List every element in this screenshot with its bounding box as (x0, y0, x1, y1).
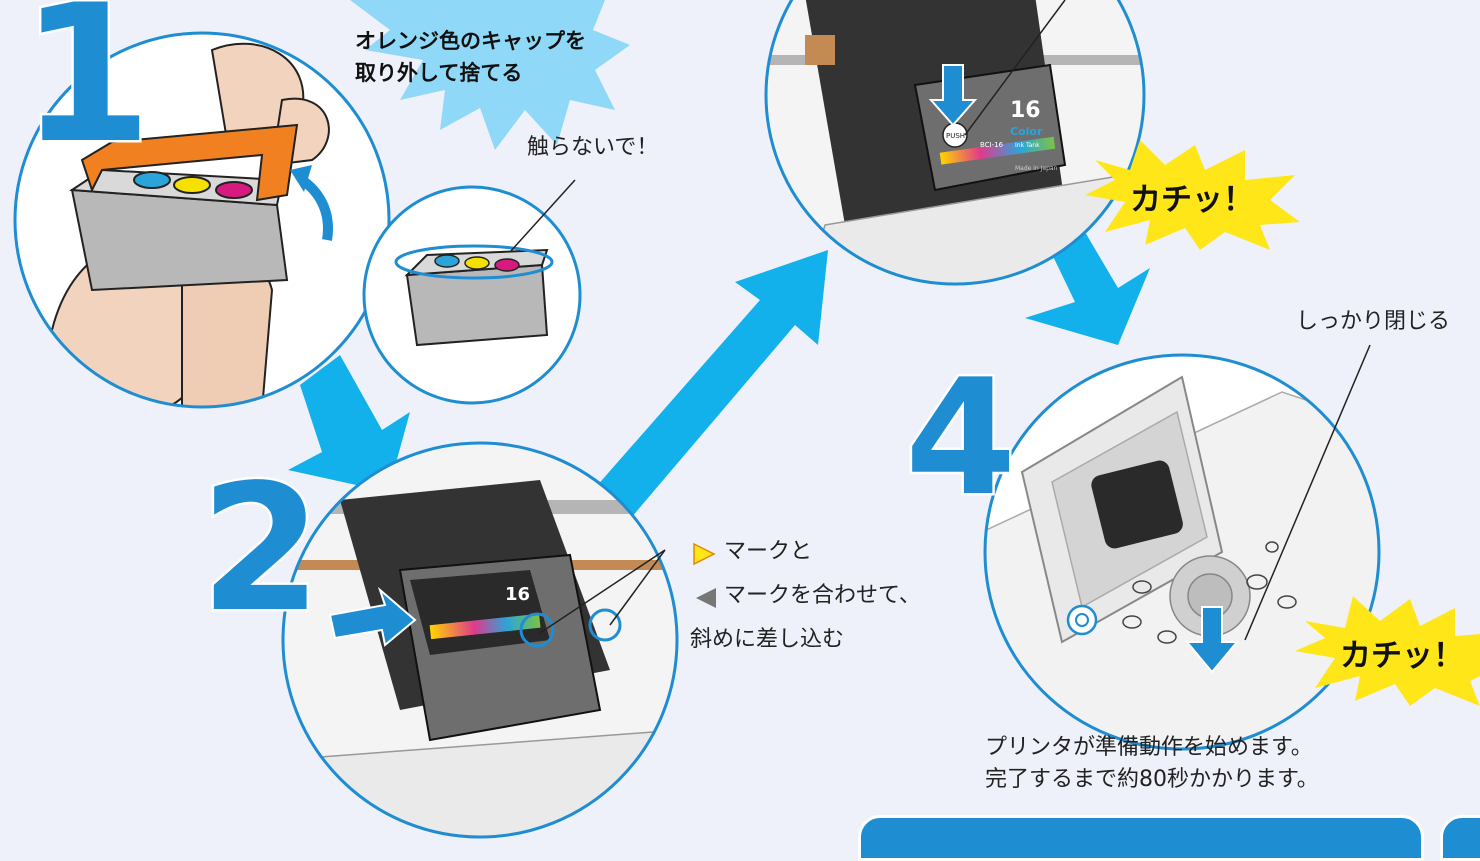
step2-mark-leaders (539, 549, 666, 634)
triangle-left-gray-icon (696, 588, 716, 608)
step4-leader (1244, 344, 1371, 641)
bottom-tab-right (1440, 815, 1480, 861)
step1-main-circle (13, 31, 391, 409)
step4-caption: プリンタが準備動作を始めます。 完了するまで約80秒かかります。 (985, 732, 1319, 796)
step2-circle: 16 (281, 441, 679, 839)
step3-leader (964, 0, 1066, 136)
triangle-right-yellow-icon (693, 542, 716, 566)
step1-small-circle (362, 185, 582, 405)
step3-tank-label: 16 (1010, 98, 1041, 123)
step1-note-leader (509, 179, 576, 253)
step1-note: 触らないで！ (527, 135, 659, 160)
arrow-down-icon (928, 64, 978, 127)
step1-instruction-line1: オレンジ色のキャップを (355, 29, 586, 53)
step4-close-label: しっかり閉じる (1296, 309, 1451, 334)
step1-instruction: オレンジ色のキャップを 取り外して捨てる (355, 26, 586, 89)
step4-caption-line1: プリンタが準備動作を始めます。 (985, 735, 1313, 760)
bottom-tab-left (858, 815, 1424, 861)
step2-tank-label: 16 (505, 584, 530, 605)
step4-circle (983, 353, 1381, 751)
step3-circle: 16 Color BCI-16 Ink Tank Made in Japan P… (764, 0, 1146, 286)
step1-number: 1 (17, 0, 154, 185)
step3-push-label: PUSH (946, 132, 965, 140)
step3-tank-sub: Ink Tank (1015, 142, 1040, 149)
arrow-step3-to-step4 (1025, 232, 1150, 345)
step2-mark-line3: 斜めに差し込む (690, 627, 845, 652)
step3-click-text: カチッ！ (1130, 182, 1254, 218)
arrow-step2-to-step3 (545, 250, 828, 572)
arrow-step1-to-step2 (288, 355, 410, 492)
step4-click-text: カチッ！ (1340, 638, 1464, 674)
step2-number: 2 (198, 448, 325, 651)
step3-click-burst (1085, 140, 1300, 250)
step4-click-burst (1295, 596, 1480, 706)
step3-tank-color: Color (1010, 125, 1043, 138)
step4-caption-line2: 完了するまで約80秒かかります。 (985, 766, 1319, 792)
step2-mark-line2: マークを合わせて、 (724, 583, 921, 608)
step1-splash (350, 0, 630, 150)
step3-tank-model: BCI-16 (980, 141, 1004, 149)
arrow-down-icon (1184, 606, 1240, 674)
flow-arrows (288, 232, 1150, 572)
step4-number: 4 (902, 344, 1018, 531)
step2-mark-line1: マークと (724, 539, 813, 564)
step1-instruction-line2: 取り外して捨てる (355, 60, 523, 85)
step3-tank-origin: Made in Japan (1015, 165, 1058, 172)
